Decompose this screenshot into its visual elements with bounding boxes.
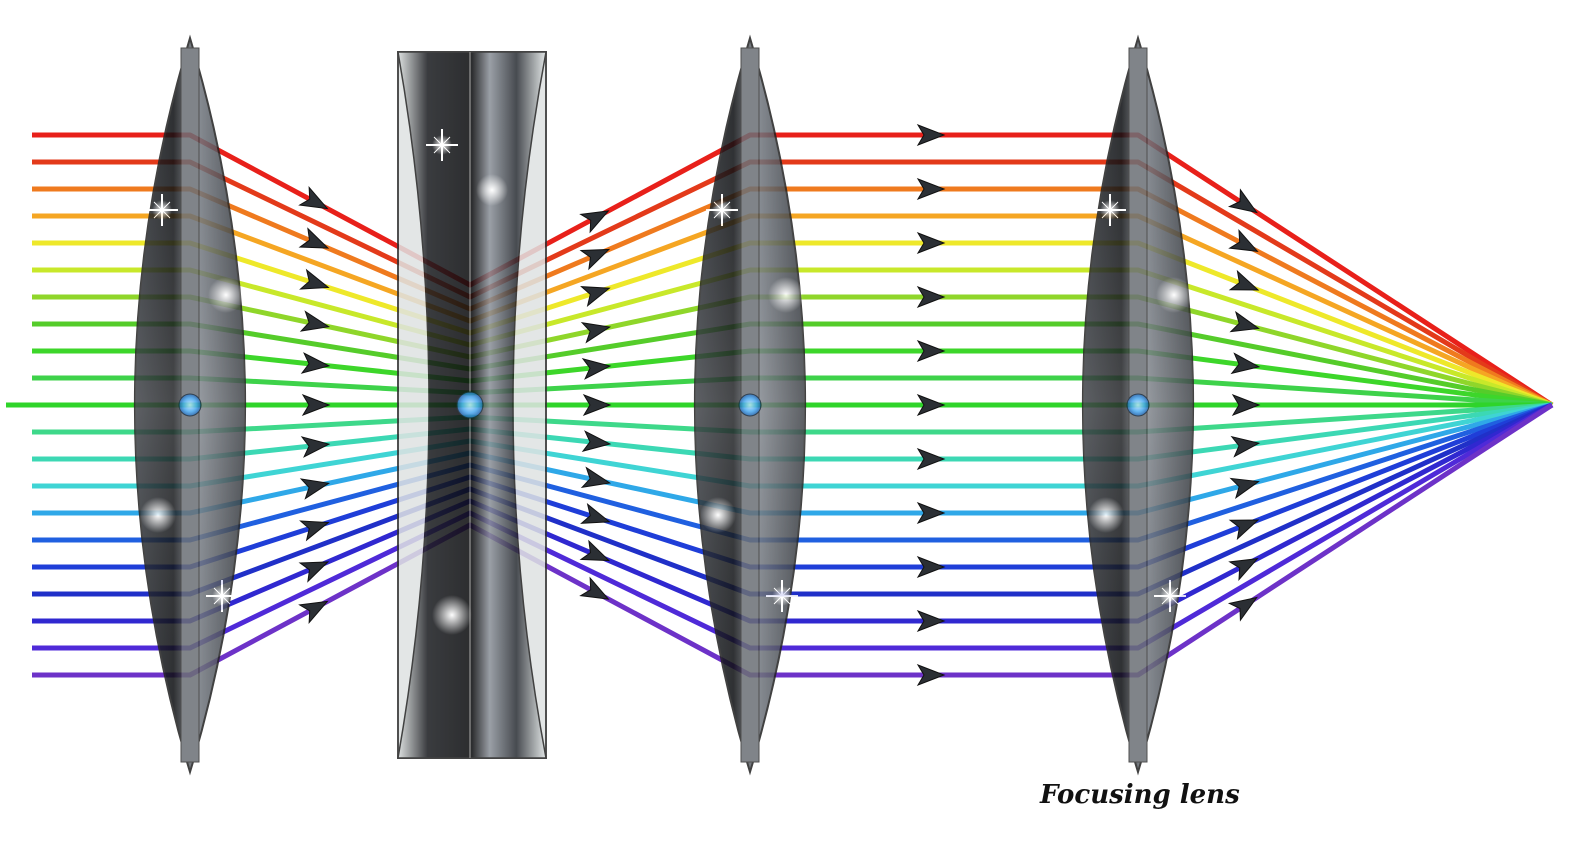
arrowhead-icon — [1231, 394, 1261, 416]
focusing-lens-caption: Focusing lens — [1040, 780, 1240, 810]
sparkle-icon — [766, 580, 798, 612]
arrowhead-icon — [1228, 558, 1259, 582]
arrowhead-icon — [298, 227, 330, 249]
arrowhead-icon — [298, 600, 329, 624]
optical-center-dot — [1126, 393, 1150, 417]
arrowhead-icon — [1230, 352, 1261, 375]
arrowhead-icon — [299, 310, 331, 332]
lenses — [133, 34, 1195, 776]
arrowhead-icon — [916, 124, 946, 146]
sparkle-icon — [146, 194, 178, 226]
arrowhead-icon — [298, 186, 329, 210]
arrowhead-icon — [916, 178, 946, 200]
arrowhead-icon — [916, 286, 946, 308]
arrowhead-icon — [579, 539, 611, 562]
arrowhead-icon — [579, 248, 611, 271]
sparkle-icon — [1094, 194, 1126, 226]
arrowhead-icon — [1228, 269, 1260, 291]
arrowhead-icon — [299, 478, 331, 500]
lens-3 — [693, 34, 807, 776]
arrowhead-icon — [298, 561, 330, 583]
arrowhead-icon — [579, 576, 610, 600]
arrowhead-icon — [916, 448, 946, 470]
sparkle-icon — [426, 129, 458, 161]
light-ray — [32, 402, 1554, 678]
arrowhead-icon — [916, 394, 946, 416]
arrowhead-icon — [916, 340, 946, 362]
arrowhead-icon — [1227, 188, 1258, 214]
arrowhead-icon — [1228, 228, 1259, 252]
arrowhead-icon — [916, 502, 946, 524]
arrowhead-icon — [300, 352, 331, 374]
direction-arrows — [298, 124, 1261, 686]
focusing-lens — [1081, 34, 1195, 776]
arrowhead-icon — [581, 357, 612, 380]
arrowhead-icon — [580, 286, 611, 307]
arrowhead-icon — [580, 503, 611, 524]
arrowhead-icon — [299, 268, 330, 290]
arrowhead-icon — [581, 430, 612, 453]
arrowhead-icon — [299, 520, 330, 542]
arrowhead-icon — [580, 466, 612, 488]
light-ray — [32, 132, 1554, 408]
arrowhead-icon — [301, 394, 331, 416]
arrowhead-icon — [582, 394, 612, 416]
arrowhead-icon — [1228, 519, 1260, 541]
arrowhead-icon — [300, 436, 331, 458]
optical-center-dot — [738, 393, 762, 417]
optical-center-dot — [178, 393, 202, 417]
arrowhead-icon — [579, 210, 610, 234]
arrowhead-icon — [1227, 596, 1258, 622]
arrowhead-icon — [580, 322, 612, 344]
arrowhead-icon — [916, 232, 946, 254]
sparkle-icon — [1154, 580, 1186, 612]
lens-2 — [397, 51, 547, 759]
sparkle-icon — [206, 580, 238, 612]
arrowhead-icon — [1229, 477, 1260, 500]
lens-1 — [133, 34, 247, 776]
arrowhead-icon — [1229, 310, 1260, 333]
optical-center-dot — [456, 391, 484, 419]
arrowhead-icon — [916, 556, 946, 578]
arrowhead-icon — [1230, 435, 1261, 458]
arrowhead-icon — [916, 610, 946, 632]
sparkle-icon — [706, 194, 738, 226]
arrowhead-icon — [916, 664, 946, 686]
